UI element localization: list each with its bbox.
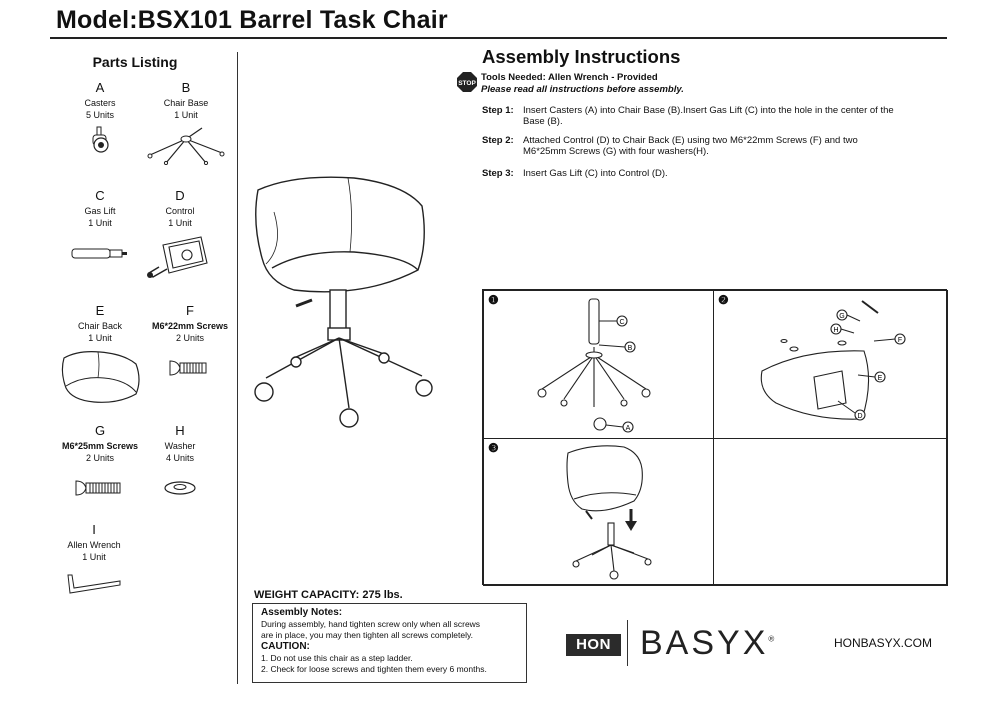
- diagram-empty-cell: [713, 438, 948, 586]
- part-name: Control: [165, 206, 195, 216]
- callout-a: A: [626, 425, 631, 432]
- assembly-notes: Assembly Notes: During assembly, hand ti…: [252, 603, 527, 683]
- parts-heading: Parts Listing: [92, 54, 178, 70]
- step-label: Step 1:: [482, 105, 514, 116]
- control-attachment-diagram: G H F E D: [760, 300, 906, 421]
- diagram-number: ❸: [488, 441, 499, 455]
- part-qty: 1 Unit: [168, 218, 192, 228]
- part-qty: 1 Unit: [88, 333, 112, 343]
- part-e: E Chair Back 1 Unit: [50, 303, 150, 406]
- part-g: G M6*25mm Screws 2 Units: [50, 423, 150, 498]
- chair-back-icon: [61, 351, 140, 403]
- control-mechanism-icon: [147, 236, 208, 278]
- part-b: B Chair Base 1 Unit: [136, 80, 236, 165]
- registered-mark: ®: [768, 634, 775, 644]
- basyx-logo: BASYX®: [640, 624, 774, 663]
- part-a: A Casters 5 Units: [50, 80, 150, 155]
- step-text: Attached Control (D) to Chair Back (E) u…: [523, 135, 858, 157]
- part-qty: 5 Units: [85, 110, 114, 120]
- caution-line: 2. Check for loose screws and tighten th…: [261, 664, 487, 674]
- part-letter: C: [95, 188, 105, 203]
- callout-e: E: [878, 375, 883, 382]
- diagram-number: ❷: [718, 293, 729, 307]
- screw-icon: [169, 360, 207, 376]
- stop-sign-icon: STOP: [457, 72, 477, 92]
- diagram-step-3: ❸: [483, 438, 714, 586]
- part-i: I Allen Wrench 1 Unit: [44, 522, 144, 601]
- part-qty: 1 Unit: [174, 110, 198, 120]
- base-assembly-diagram: C B A: [537, 298, 651, 433]
- part-qty: 1 Unit: [82, 552, 106, 562]
- part-d: D Control 1 Unit: [130, 188, 230, 281]
- column-divider: [237, 52, 238, 684]
- washer-icon: [164, 481, 196, 495]
- part-c: C Gas Lift 1 Unit: [50, 188, 150, 269]
- part-name: Casters: [84, 98, 116, 108]
- step-text: Insert Gas Lift (C) into Control (D).: [523, 168, 668, 179]
- part-letter: H: [175, 423, 185, 438]
- screw-icon: [75, 480, 121, 496]
- callout-c: C: [619, 319, 624, 326]
- part-qty: 2 Units: [175, 333, 204, 343]
- part-qty: 1 Unit: [88, 218, 112, 228]
- notes-line: are in place, you may then tighten all s…: [261, 630, 473, 640]
- part-qty: 4 Units: [165, 453, 194, 463]
- tools-needed: Tools Needed: Allen Wrench - Provided Pl…: [481, 72, 684, 96]
- weight-capacity: WEIGHT CAPACITY: 275 lbs.: [254, 589, 403, 601]
- callout-f: F: [898, 337, 902, 344]
- part-letter: D: [175, 188, 185, 203]
- chair-base-icon: [147, 127, 225, 165]
- assembly-heading: Assembly Instructions: [482, 46, 681, 67]
- part-letter: B: [181, 80, 191, 95]
- part-letter: I: [92, 522, 96, 537]
- chair-illustration: [254, 176, 433, 428]
- callout-b: B: [628, 345, 633, 352]
- part-letter: A: [95, 80, 105, 95]
- page-title: Model:BSX101 Barrel Task Chair: [56, 6, 448, 34]
- part-qty: 2 Units: [85, 453, 114, 463]
- callout-d: D: [857, 413, 862, 420]
- title-divider: [50, 37, 947, 39]
- final-assembly-diagram: [566, 445, 652, 580]
- read-instructions-note: Please read all instructions before asse…: [481, 84, 684, 95]
- diagram-step-2: ❷ G H F E D: [713, 290, 948, 439]
- part-letter: G: [94, 423, 106, 438]
- gas-lift-icon: [71, 248, 127, 259]
- diagram-grid: ❶ C B A ❷: [482, 289, 948, 586]
- step-label: Step 3:: [482, 168, 514, 179]
- part-name: Washer: [164, 441, 196, 451]
- part-name: M6*22mm Screws: [151, 321, 229, 331]
- step-1: Step 1: Insert Casters (A) into Chair Ba…: [482, 105, 902, 127]
- part-f: F M6*22mm Screws 2 Units: [140, 303, 240, 378]
- hon-logo: HON: [566, 634, 621, 656]
- tools-needed-text: Tools Needed: Allen Wrench - Provided: [481, 72, 658, 83]
- callout-g: G: [839, 313, 844, 320]
- part-name: Gas Lift: [84, 206, 116, 216]
- diagram-number: ❶: [488, 293, 499, 307]
- part-letter: F: [186, 303, 194, 318]
- logo-separator: [627, 620, 628, 666]
- step-2: Step 2: Attached Control (D) to Chair Ba…: [482, 135, 902, 157]
- step-3: Step 3: Insert Gas Lift (C) into Control…: [482, 168, 902, 179]
- part-name: Allen Wrench: [67, 540, 121, 550]
- caster-icon: [92, 126, 109, 153]
- caution-heading: CAUTION:: [261, 641, 310, 652]
- caution-line: 1. Do not use this chair as a step ladde…: [261, 653, 413, 663]
- stop-sign-text: STOP: [458, 80, 476, 87]
- part-name: Chair Back: [77, 321, 122, 331]
- basyx-wordmark: BASYX: [640, 624, 769, 662]
- step-text: Insert Casters (A) into Chair Base (B).I…: [523, 105, 894, 127]
- allen-wrench-icon: [67, 574, 121, 594]
- part-name: Chair Base: [163, 98, 209, 108]
- diagram-step-1: ❶ C B A: [483, 290, 714, 439]
- part-name: M6*25mm Screws: [61, 441, 139, 451]
- step-label: Step 2:: [482, 135, 514, 146]
- notes-heading: Assembly Notes:: [261, 607, 343, 618]
- part-h: H Washer 4 Units: [130, 423, 230, 498]
- callout-h: H: [833, 327, 838, 334]
- part-letter: E: [95, 303, 105, 318]
- notes-line: During assembly, hand tighten screw only…: [261, 619, 481, 629]
- website-link[interactable]: HONBASYX.COM: [834, 636, 933, 650]
